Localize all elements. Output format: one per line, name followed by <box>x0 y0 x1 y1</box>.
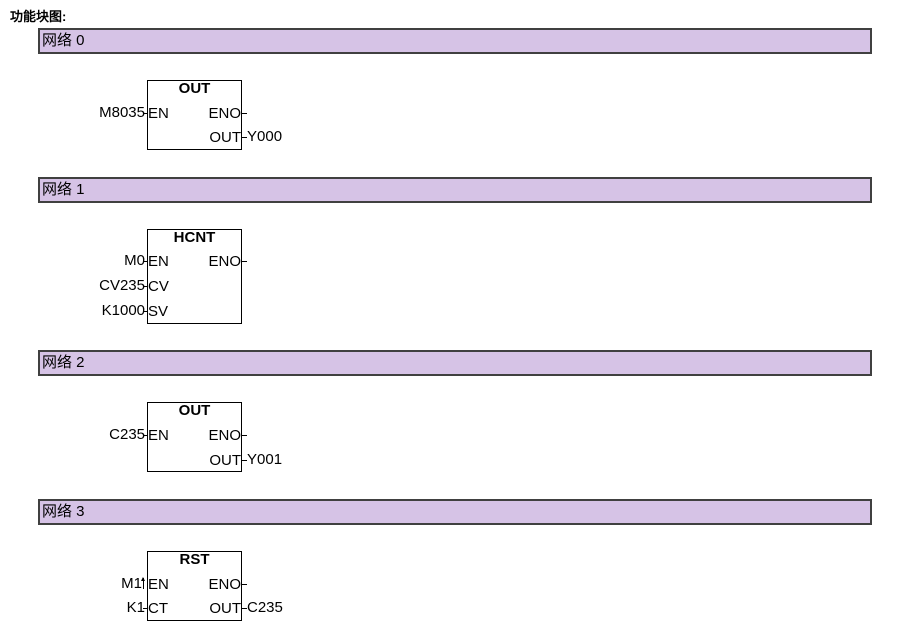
pin-en: EN <box>148 427 169 444</box>
pin-eno: ENO <box>208 427 241 444</box>
network-header-0[interactable]: 网络 0 <box>38 28 872 54</box>
pin-eno: ENO <box>208 253 241 270</box>
network-label: 网络 3 <box>42 503 85 520</box>
wire-stub <box>242 261 247 262</box>
wire-stub <box>242 584 247 585</box>
network-label: 网络 2 <box>42 354 85 371</box>
pin-eno: ENO <box>208 576 241 593</box>
block-name: HCNT <box>173 229 216 246</box>
wire-stub <box>143 286 148 287</box>
pin-out: OUT <box>209 129 241 146</box>
operand-ct[interactable]: K1 <box>126 599 145 616</box>
operand-sv[interactable]: K1000 <box>101 302 145 319</box>
network-label: 网络 0 <box>42 32 85 49</box>
operand-out[interactable]: Y000 <box>247 128 283 145</box>
pin-out: OUT <box>209 452 241 469</box>
wire-stub <box>143 608 148 609</box>
pin-en: EN <box>148 253 169 270</box>
block-name: OUT <box>178 80 211 97</box>
function-block-hcnt[interactable]: HCNT EN CV SV ENO <box>147 229 242 324</box>
network-header-1[interactable]: 网络 1 <box>38 177 872 203</box>
block-name: RST <box>179 551 210 568</box>
operand-en[interactable]: M0 <box>124 252 145 269</box>
wire-stub <box>143 113 148 114</box>
function-block-out[interactable]: OUT EN ENO OUT <box>147 80 242 150</box>
block-name: OUT <box>178 402 211 419</box>
operand-en[interactable]: M8035 <box>99 104 145 121</box>
pin-en: EN <box>148 105 169 122</box>
pin-eno: ENO <box>208 105 241 122</box>
pin-out: OUT <box>209 600 241 617</box>
pin-ct: CT <box>148 600 168 617</box>
wire-stub <box>242 435 247 436</box>
pin-en: EN <box>148 576 169 593</box>
wire-stub <box>242 137 247 138</box>
operand-cv[interactable]: CV235 <box>99 277 145 294</box>
wire-stub <box>143 261 148 262</box>
operand-out[interactable]: Y001 <box>247 451 283 468</box>
wire-stub <box>143 311 148 312</box>
pin-sv: SV <box>148 303 169 320</box>
network-header-2[interactable]: 网络 2 <box>38 350 872 376</box>
rising-edge-icon <box>141 577 145 589</box>
wire-stub <box>242 608 247 609</box>
page-title: 功能块图: <box>10 9 67 24</box>
wire-stub <box>242 113 247 114</box>
operand-en[interactable]: C235 <box>109 426 145 443</box>
function-block-out[interactable]: OUT EN ENO OUT <box>147 402 242 472</box>
pin-cv: CV <box>148 278 169 295</box>
network-label: 网络 1 <box>42 181 85 198</box>
function-block-rst[interactable]: RST EN CT ENO OUT <box>147 551 242 621</box>
network-header-3[interactable]: 网络 3 <box>38 499 872 525</box>
operand-out[interactable]: C235 <box>247 599 283 616</box>
wire-stub <box>143 435 148 436</box>
wire-stub <box>242 460 247 461</box>
operand-en[interactable]: M1 <box>121 575 142 592</box>
